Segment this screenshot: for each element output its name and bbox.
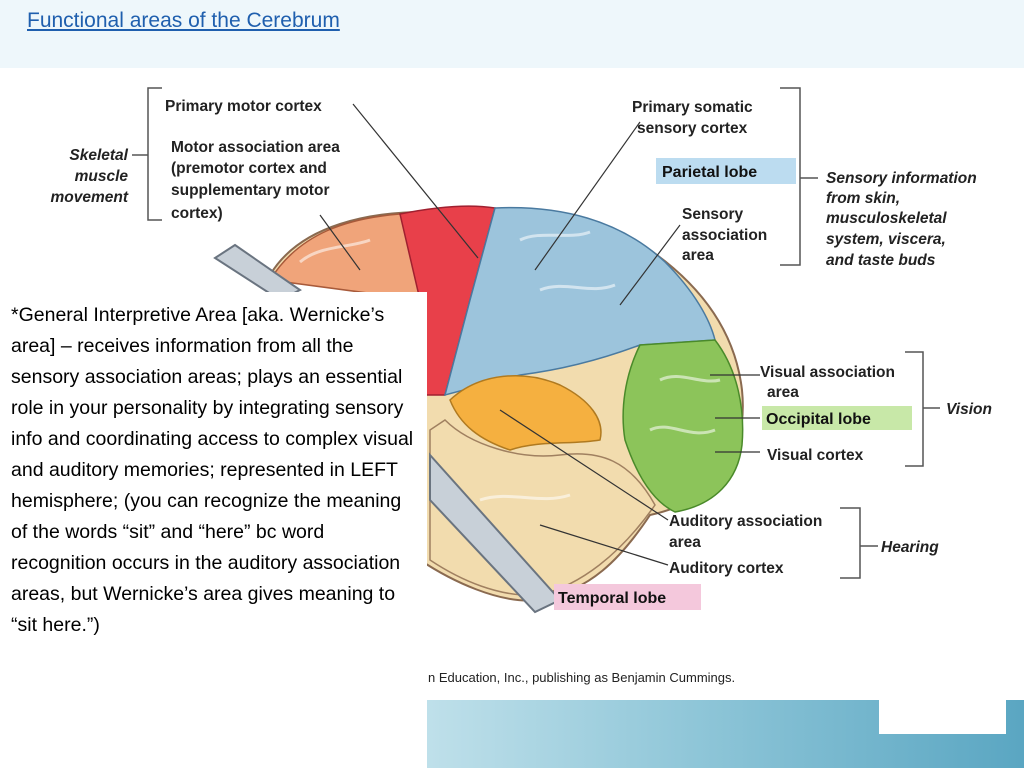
gyri-lines (299, 230, 721, 502)
label-sensory-info-3: musculoskeletal (826, 210, 947, 227)
label-primary-motor: Primary motor cortex (165, 98, 322, 115)
brainstem (429, 452, 562, 614)
auditory-association-region (449, 375, 602, 451)
label-auditory-cortex: Auditory cortex (669, 560, 784, 577)
label-sensory-info-1: Sensory information (826, 170, 977, 187)
label-sensory-info-4: system, viscera, (826, 231, 946, 248)
label-motor-assoc-1: Motor association area (171, 139, 340, 156)
label-skeletal-2: muscle (75, 168, 129, 185)
label-sensory-info-5: and taste buds (826, 252, 936, 269)
parietal-lobe-region (443, 206, 716, 397)
label-somatic-1: Primary somatic (632, 99, 753, 116)
label-motor-assoc-4: cortex) (171, 205, 223, 222)
label-parietal-lobe: Parietal lobe (662, 164, 757, 181)
slide-title[interactable]: Functional areas of the Cerebrum (27, 9, 340, 32)
occipital-lobe-region (622, 339, 744, 513)
description-box: *General Interpretive Area [aka. Wernick… (0, 292, 427, 768)
label-occipital-lobe: Occipital lobe (766, 411, 871, 428)
title-band (0, 0, 1024, 68)
label-skeletal-1: Skeletal (69, 147, 128, 164)
label-hearing: Hearing (881, 539, 939, 556)
parietal-label-bg (656, 158, 796, 184)
label-sensory-assoc-1: Sensory (682, 206, 744, 223)
description-text: *General Interpretive Area [aka. Wernick… (11, 304, 414, 636)
label-visual-assoc-2: area (767, 384, 799, 401)
label-auditory-assoc-2: area (669, 534, 701, 551)
footer-white-box (879, 700, 1006, 734)
label-auditory-assoc-1: Auditory association (669, 513, 822, 530)
label-skeletal-3: movement (50, 189, 128, 206)
image-credit: n Education, Inc., publishing as Benjami… (428, 670, 735, 685)
label-sensory-assoc-3: area (682, 247, 714, 264)
label-motor-assoc-2: (premotor cortex and (171, 160, 327, 177)
cerebrum-diagram: Primary motor cortex Motor association a… (50, 87, 992, 685)
occipital-label-bg (762, 406, 912, 430)
label-visual-cortex: Visual cortex (767, 447, 864, 464)
leader-lines (319, 103, 760, 566)
brackets (132, 87, 940, 579)
label-somatic-2: sensory cortex (637, 120, 748, 137)
tool-probe (213, 243, 302, 302)
label-sensory-assoc-2: association (682, 227, 767, 244)
label-sensory-info-2: from skin, (826, 190, 900, 207)
label-temporal-lobe: Temporal lobe (558, 590, 666, 607)
label-visual-assoc-1: Visual association (760, 364, 895, 381)
label-motor-assoc-3: supplementary motor (171, 182, 329, 199)
temporal-label-bg (554, 584, 701, 610)
label-vision: Vision (946, 401, 992, 418)
